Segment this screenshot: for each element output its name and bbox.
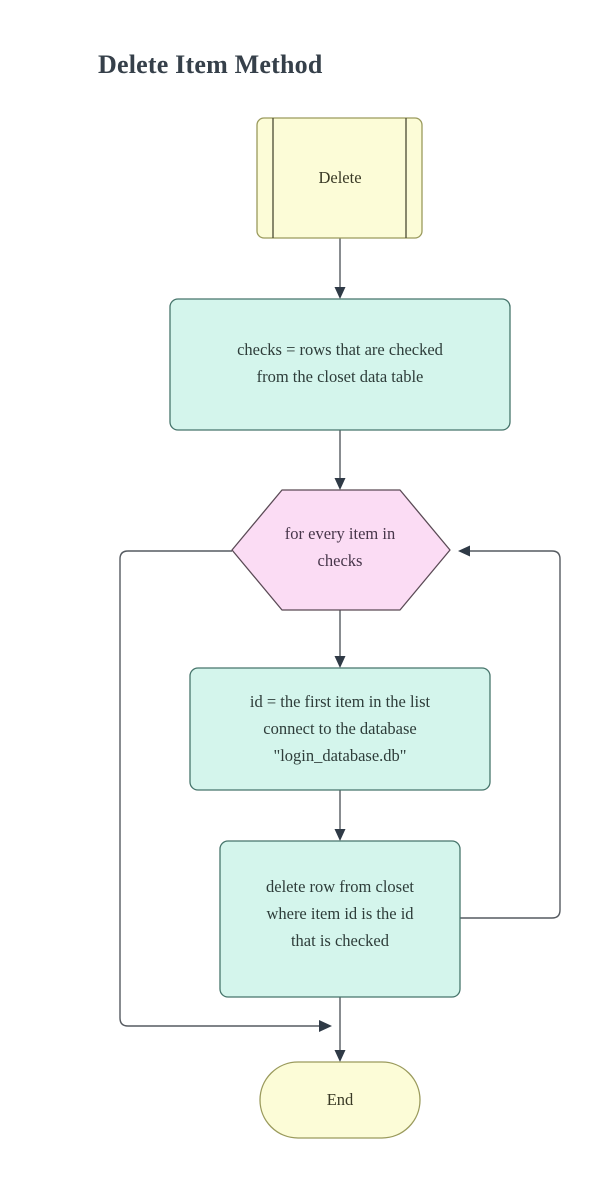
- edge-checks-to-loop: [334, 430, 346, 490]
- node-checks-label-line-2: from the closet data table: [257, 367, 424, 386]
- node-checks-label-line-1: checks = rows that are checked: [237, 340, 444, 359]
- edge-loop-to-end-exit: [119, 550, 332, 1032]
- node-connect-label-line-1: id = the first item in the list: [250, 692, 431, 711]
- node-delete-row[interactable]: delete row from closet where item id is …: [219, 840, 461, 998]
- node-loop-label-line-1: for every item in: [285, 524, 395, 543]
- edge-connect-to-deleterow: [334, 790, 346, 841]
- node-connect-label-line-2: connect to the database: [263, 719, 416, 738]
- edge-deleterow-to-end: [334, 997, 346, 1062]
- edge-layer: [119, 238, 561, 1062]
- node-delete-row-shape[interactable]: [219, 840, 461, 998]
- edge-deleterow-to-loop-loopback: [458, 545, 561, 919]
- node-delete-row-label-line-2: where item id is the id: [266, 904, 414, 923]
- node-delete[interactable]: Delete: [256, 117, 423, 239]
- node-end-shape[interactable]: [259, 1061, 421, 1139]
- node-delete-shape[interactable]: [256, 117, 423, 239]
- node-connect-shape[interactable]: [189, 667, 491, 791]
- node-delete-label: Delete: [318, 168, 361, 187]
- edge-delete-to-checks: [334, 238, 346, 299]
- page-title: Delete Item Method: [98, 50, 323, 79]
- node-end-label: End: [327, 1090, 354, 1109]
- node-end[interactable]: End: [259, 1061, 421, 1139]
- node-loop-label-line-2: checks: [318, 551, 363, 570]
- node-delete-row-label-line-1: delete row from closet: [266, 877, 414, 896]
- node-loop[interactable]: for every item in checks: [231, 489, 451, 611]
- node-connect[interactable]: id = the first item in the list connect …: [189, 667, 491, 791]
- node-delete-row-label-line-3: that is checked: [291, 931, 390, 950]
- node-loop-shape[interactable]: [231, 489, 451, 611]
- node-connect-label-line-3: "login_database.db": [273, 746, 406, 765]
- edge-loop-to-connect: [334, 610, 346, 668]
- node-checks-shape[interactable]: [169, 298, 511, 431]
- node-checks[interactable]: checks = rows that are checked from the …: [169, 298, 511, 431]
